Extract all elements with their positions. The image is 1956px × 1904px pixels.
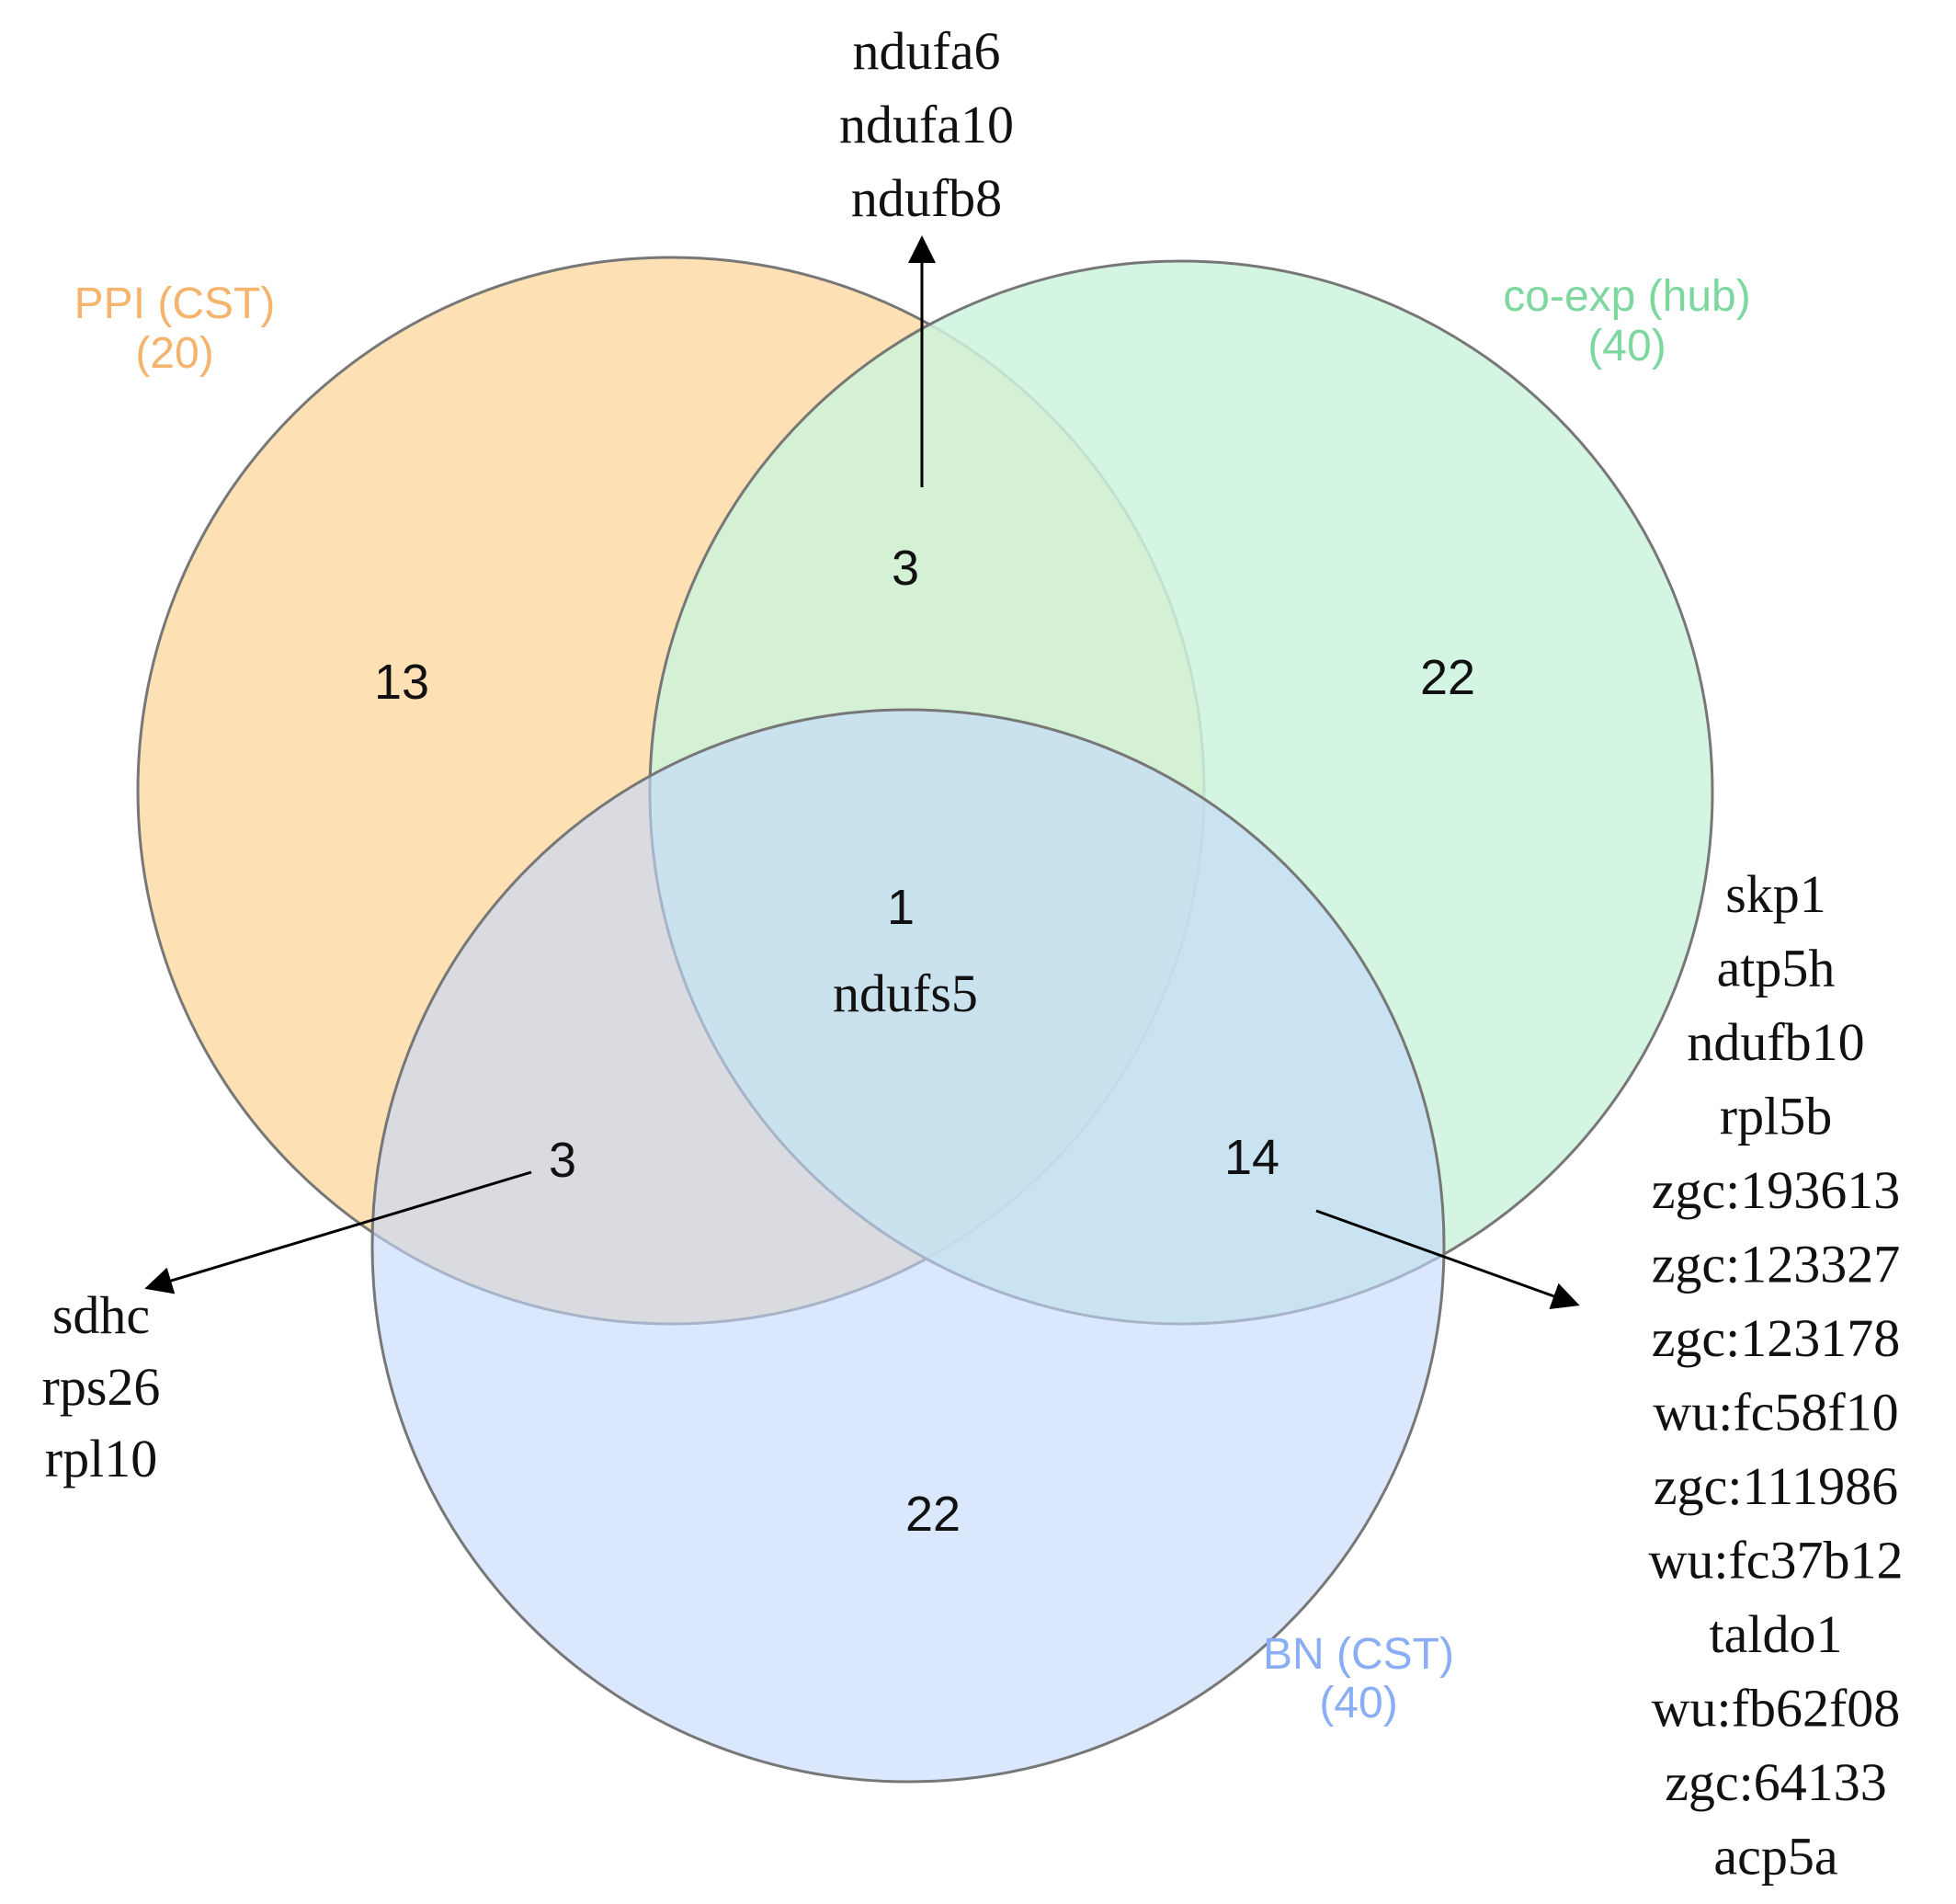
gene-item: wu:fb62f08	[1652, 1679, 1901, 1739]
gene-item: ndufb8	[851, 168, 1002, 228]
gene-item: rps26	[42, 1357, 161, 1417]
gene-item: zgc:123178	[1652, 1308, 1901, 1368]
arrow-coexp-bn	[1315, 1209, 1580, 1309]
count-coexp-bn: 14	[1224, 1130, 1279, 1185]
count-bn-only: 22	[905, 1487, 961, 1542]
gene-item: ndufb10	[1687, 1012, 1864, 1072]
gene-item: skp1	[1725, 864, 1826, 924]
gene-item: acp5a	[1713, 1827, 1837, 1887]
gene-item: ndufa10	[839, 95, 1014, 154]
gene-item: zgc:123327	[1652, 1235, 1901, 1294]
gene-item: wu:fc37b12	[1648, 1531, 1903, 1590]
bn-set-name: BN (CST)	[1263, 1630, 1454, 1679]
gene-item: zgc:193613	[1652, 1160, 1901, 1220]
gene-item: zgc:64133	[1665, 1752, 1887, 1812]
gene-item: atp5h	[1717, 939, 1836, 998]
gene-list-ppi-coexp: ndufa6 ndufa10 ndufb8	[839, 21, 1014, 228]
coexp-set-name: co-exp (hub)	[1503, 272, 1750, 321]
gene-item: taldo1	[1710, 1604, 1843, 1664]
gene-item: rpl5b	[1720, 1087, 1832, 1146]
count-ppi-only: 13	[374, 655, 429, 710]
coexp-set-size: (40)	[1587, 322, 1666, 371]
gene-item: ndufa6	[852, 21, 1000, 81]
gene-item: zgc:111986	[1654, 1456, 1898, 1516]
gene-list-coexp-bn: skp1 atp5h ndufb10 rpl5b zgc:193613 zgc:12332…	[1648, 864, 1903, 1887]
gene-list-ppi-bn: sdhc rps26 rpl10	[42, 1285, 161, 1488]
count-ppi-bn: 3	[549, 1133, 576, 1188]
gene-item: sdhc	[52, 1285, 150, 1345]
ppi-set-name: PPI (CST)	[74, 279, 276, 328]
bn-set-size: (40)	[1319, 1679, 1397, 1727]
count-coexp-only: 22	[1420, 650, 1475, 705]
gene-all-three: ndufs5	[833, 963, 978, 1023]
arrow-ppi-bn	[144, 1170, 532, 1294]
bn-circle	[370, 708, 1446, 1784]
count-ppi-coexp: 3	[892, 541, 919, 596]
gene-item: rpl10	[45, 1429, 157, 1488]
gene-item: wu:fc58f10	[1653, 1383, 1898, 1442]
ppi-set-size: (20)	[135, 329, 213, 378]
count-all-three: 1	[887, 880, 915, 935]
